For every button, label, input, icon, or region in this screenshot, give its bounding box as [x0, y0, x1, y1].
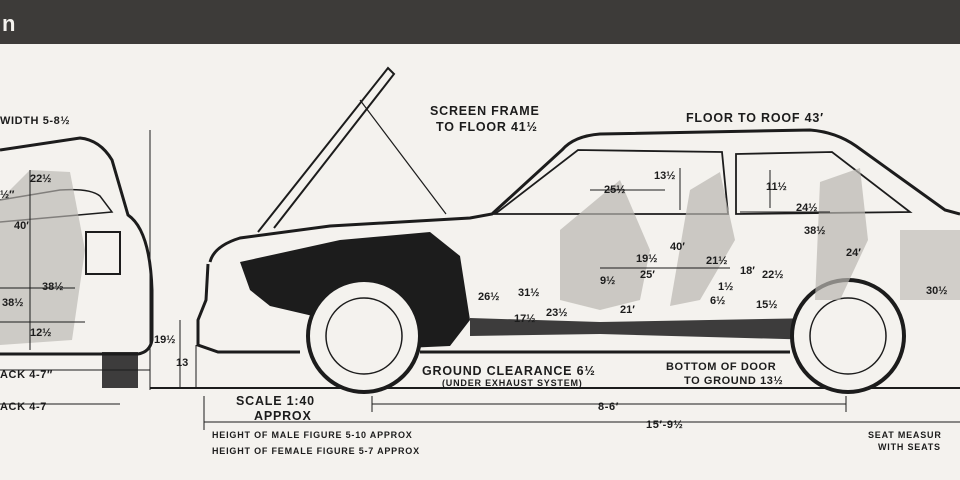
scale-approx-label: APPROX [254, 409, 312, 423]
raised-bonnet [257, 66, 396, 233]
dim-6-half: 6½ [710, 295, 725, 307]
dim-18: 18′ [740, 265, 755, 277]
dim-24-half: 24½ [796, 202, 817, 214]
side-view: SCREEN FRAME TO FLOOR 41½ FLOOR TO ROOF … [150, 66, 960, 431]
car-body-outline [196, 128, 960, 354]
dim-21: 21′ [620, 304, 635, 316]
dim-13-height: 13 [176, 357, 188, 369]
dim-40: 40′ [14, 220, 29, 232]
rear-track-label: ACK 4-7 [0, 401, 47, 413]
rear-window [735, 151, 913, 215]
wheelbase-label: 8-6′ [598, 401, 619, 413]
dim-19-half-height: 19½ [154, 334, 175, 346]
dim-38-half: 38½ [804, 225, 825, 237]
front-width-label: WIDTH 5-8½ [0, 115, 70, 127]
front-window [492, 149, 729, 215]
dim-1-half: 1½ [718, 281, 733, 293]
front-seat [670, 172, 735, 306]
floor-to-roof-label: FLOOR TO ROOF 43′ [686, 111, 824, 125]
seat-measure-note-2: WITH SEATS [878, 442, 941, 452]
bottom-of-door-label-1: BOTTOM OF DOOR [666, 361, 776, 373]
dim-31-half: 31½ [518, 287, 539, 299]
dim-30-half: 30½ [926, 285, 947, 297]
screen-frame-label-2: TO FLOOR 41½ [436, 120, 538, 134]
dim-25-half: 25½ [604, 184, 625, 196]
rear-lamp-shape [85, 231, 121, 275]
dim-half: ½″ [0, 189, 15, 201]
length-label: 15′-9½ [646, 419, 683, 431]
rear-seat [815, 168, 868, 300]
dim-13-half: 13½ [654, 170, 675, 182]
dim-17-half: 17½ [514, 313, 535, 325]
drive-shaft [470, 308, 888, 340]
male-figure-note: HEIGHT OF MALE FIGURE 5-10 APPROX [212, 430, 413, 440]
dim-22-half: 22½ [30, 173, 51, 185]
dim-21-half: 21½ [706, 255, 727, 267]
dim-38-half-lower: 38½ [2, 297, 23, 309]
dim-23-half: 23½ [546, 307, 567, 319]
dim-40-side: 40′ [670, 241, 685, 253]
dim-19-half: 19½ [636, 253, 657, 265]
dim-38-half-upper: 38½ [42, 281, 63, 293]
dim-26-half: 26½ [478, 291, 499, 303]
header-bar: n [0, 0, 960, 44]
ground-clearance-label: GROUND CLEARANCE 6½ [422, 364, 596, 378]
female-figure-note: HEIGHT OF FEMALE FIGURE 5-7 APPROX [212, 446, 420, 456]
screen-frame-label-1: SCREEN FRAME [430, 104, 540, 118]
scale-label: SCALE 1:40 [236, 394, 315, 408]
rear-wheel-side [790, 278, 906, 394]
driver-figure [560, 180, 650, 310]
seat-measure-note-1: SEAT MEASUR [868, 430, 942, 440]
boot-area [900, 230, 960, 300]
front-track-label: ACK 4-7″ [0, 369, 53, 381]
exhaust-note: (UNDER EXHAUST SYSTEM) [442, 378, 583, 388]
dim-22-half: 22½ [762, 269, 783, 281]
bottom-of-door-label-2: TO GROUND 13½ [684, 375, 783, 387]
dim-24: 24′ [846, 247, 861, 259]
dim-25: 25′ [640, 269, 655, 281]
dim-12-half: 12½ [30, 327, 51, 339]
dim-15-half: 15½ [756, 299, 777, 311]
dimension-drawing: WIDTH 5-8½ 22½ 40′ 38½ 38½ 12½ ½″ ACK 4-… [0, 66, 960, 456]
dim-11-half: 11½ [766, 181, 787, 193]
front-view: WIDTH 5-8½ 22½ 40′ 38½ 38½ 12½ ½″ ACK 4-… [0, 115, 154, 413]
front-figure-shading [0, 170, 85, 345]
front-wheel-side [306, 278, 422, 394]
dim-9-half: 9½ [600, 275, 615, 287]
header-title: n [2, 11, 16, 36]
